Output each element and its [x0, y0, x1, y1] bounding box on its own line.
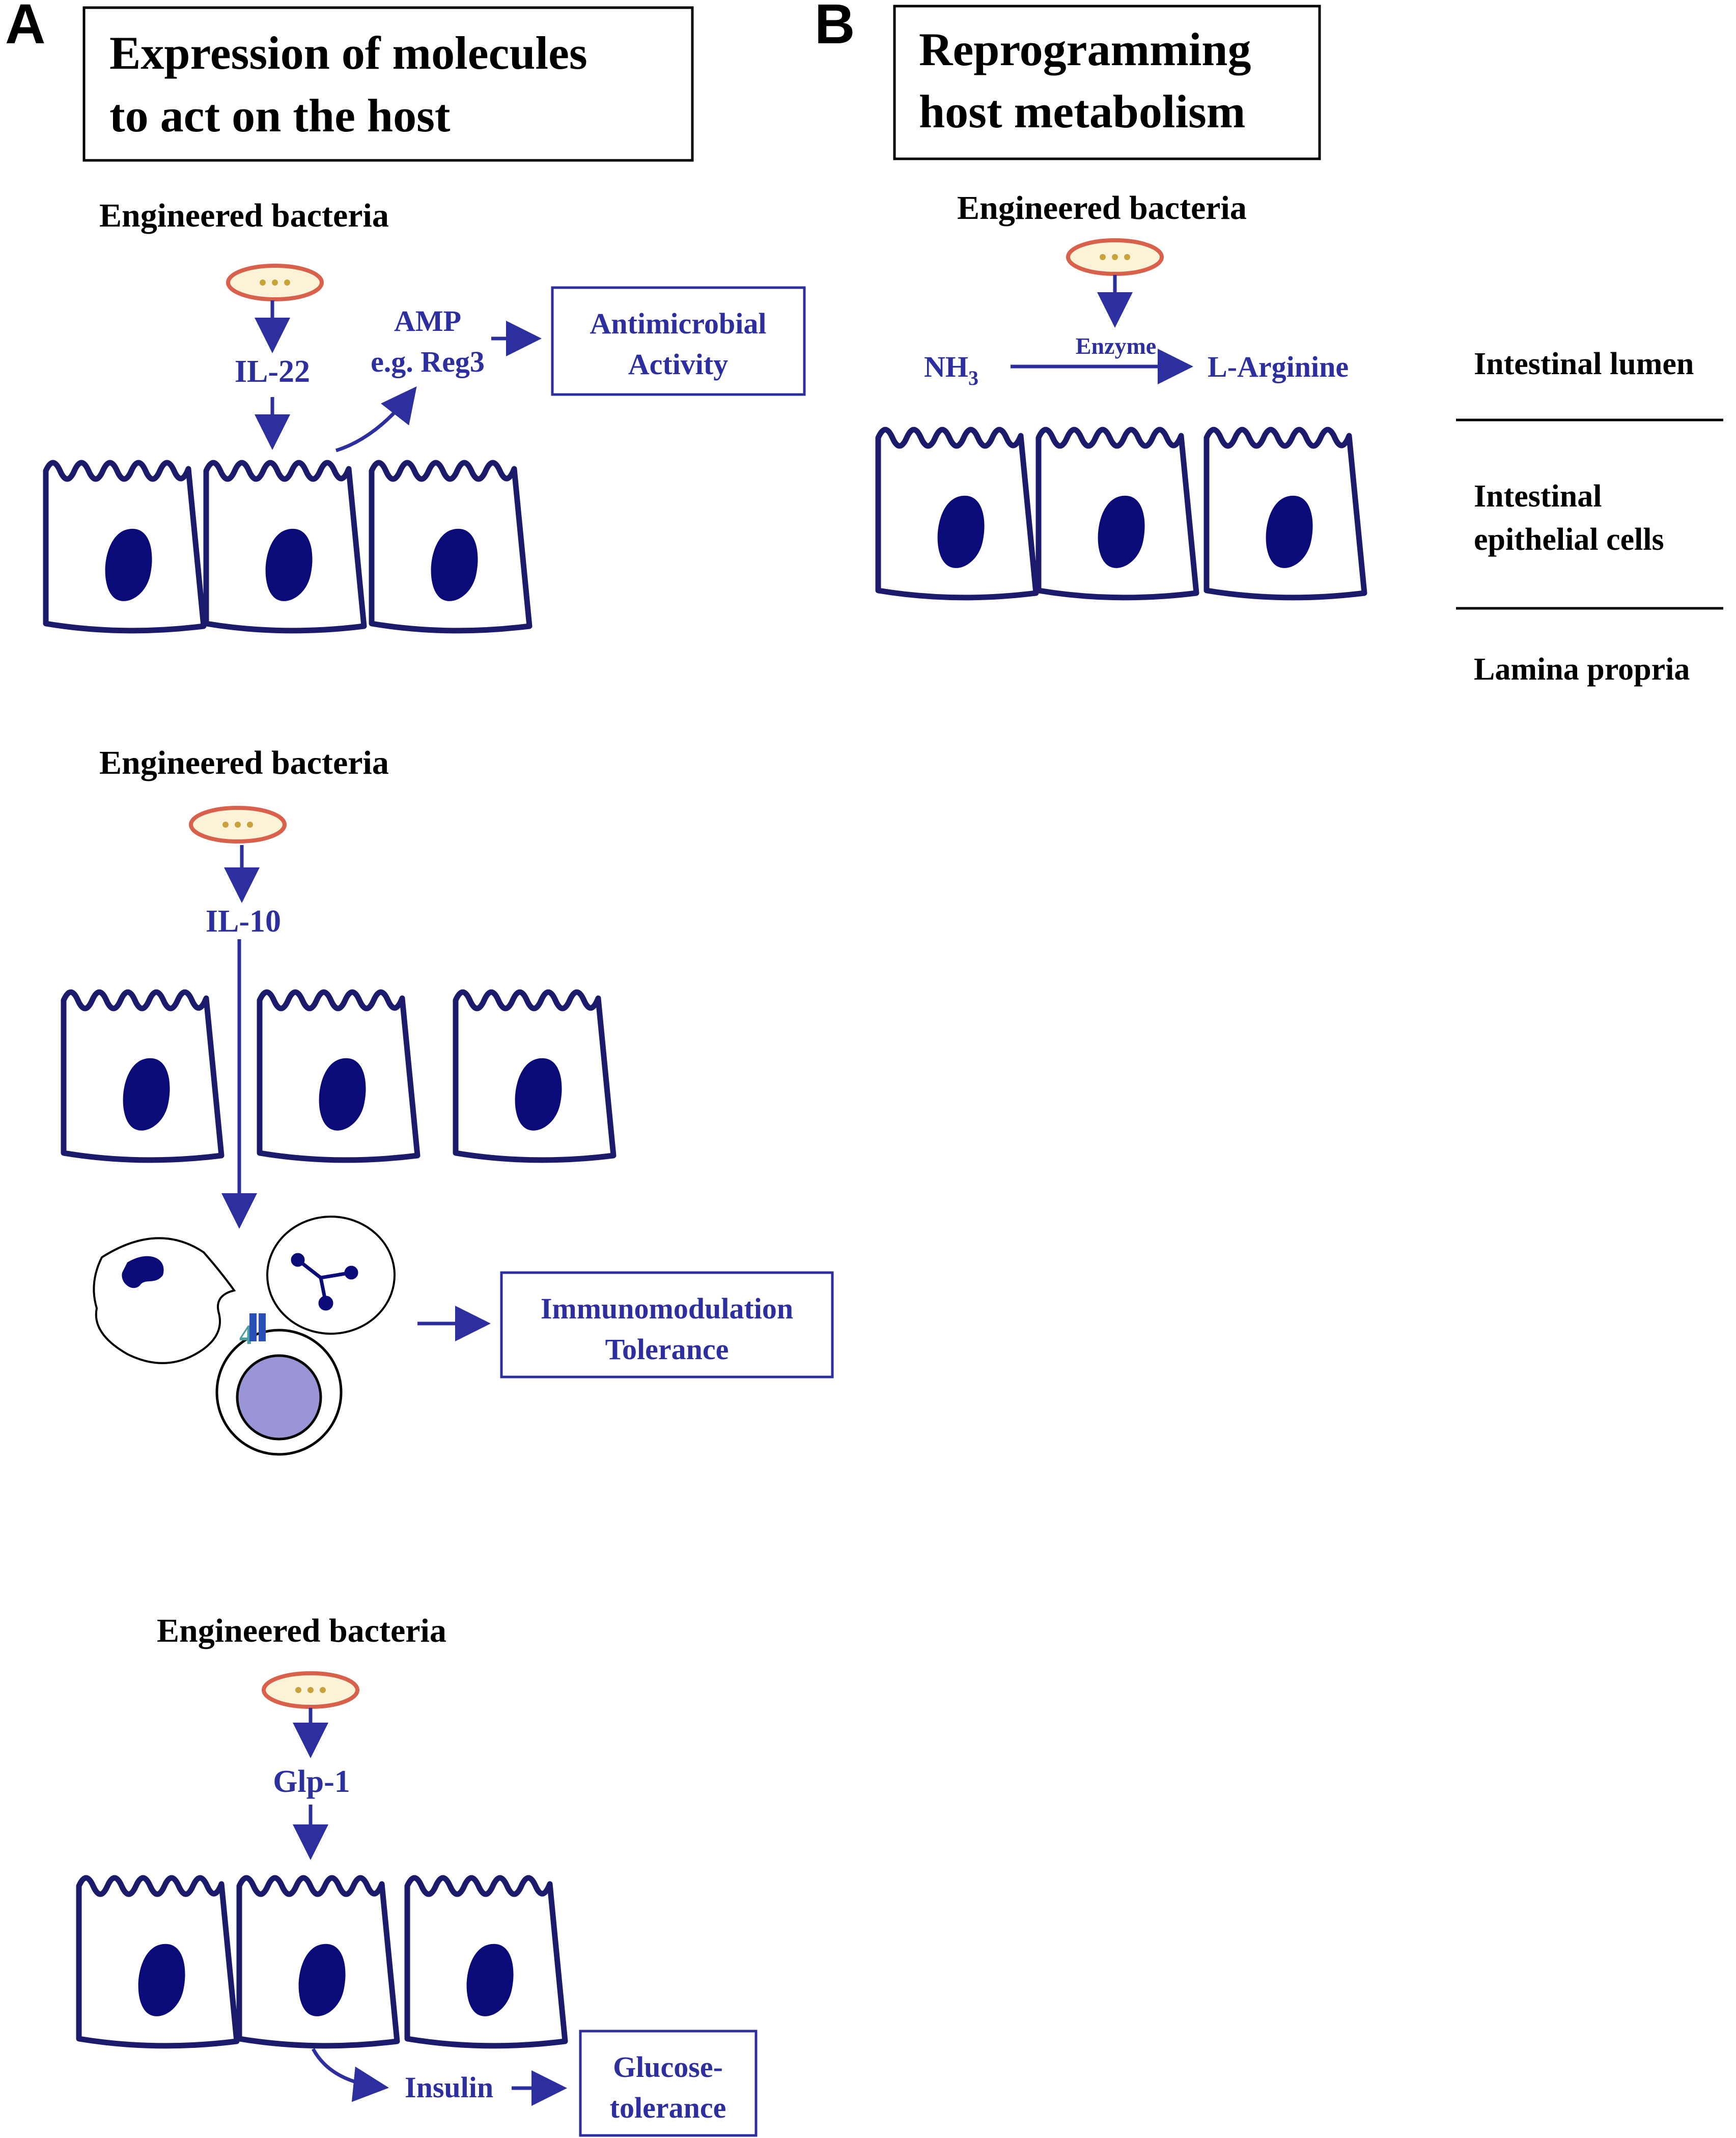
neutrophil-nucleus	[291, 1253, 358, 1311]
panel-b-title-line2: host metabolism	[919, 86, 1245, 137]
lymphocyte-nucleus	[236, 1354, 322, 1441]
macrophage-cell	[93, 1237, 236, 1364]
panel-a: A Expression of molecules to act on the …	[5, 0, 834, 2137]
il22-source-label: Engineered bacteria	[99, 197, 389, 234]
epithelial-cell	[407, 1878, 565, 2046]
panel-b: B Reprogramming host metabolism Engineer…	[815, 0, 1364, 598]
glucose-outcome-line2: tolerance	[610, 2091, 726, 2124]
epithelial-cell	[1039, 430, 1196, 598]
glp1-scenario: Engineered bacteria Glp-1 Insulin Glucos…	[79, 1612, 758, 2137]
immunomodulation-outcome-line2: Tolerance	[605, 1333, 729, 1366]
epithelial-cell	[456, 992, 613, 1160]
enzyme-label: Enzyme	[1076, 333, 1156, 359]
antimicrobial-outcome-box	[551, 286, 806, 396]
antimicrobial-outcome-line1: Antimicrobial	[590, 307, 767, 340]
legend-lamina-label: Lamina propria	[1474, 652, 1690, 687]
epithelial-cell	[1207, 430, 1364, 598]
epithelial-cell	[372, 463, 529, 631]
panel-b-title-line1: Reprogramming	[919, 23, 1251, 75]
panel-a-title-line2: to act on the host	[109, 90, 451, 142]
il10-scenario: Engineered bacteria IL-10 4	[64, 744, 834, 1456]
epithelial-cell	[878, 430, 1036, 598]
il10-source-label: Engineered bacteria	[99, 744, 389, 781]
receptor-icon	[259, 1313, 266, 1341]
il22-label: IL-22	[235, 354, 310, 389]
glucose-outcome-box	[579, 2030, 758, 2137]
epithelial-cell	[239, 1878, 397, 2046]
panel-a-letter: A	[5, 0, 45, 55]
arrow-epithelium-to-amp	[335, 386, 417, 453]
glp1-source-label: Engineered bacteria	[157, 1612, 446, 1649]
epithelial-cell	[64, 992, 221, 1160]
legend-epithelial-line2: epithelial cells	[1474, 522, 1664, 557]
epithelial-cell	[260, 992, 417, 1160]
amp-label: AMP	[394, 304, 461, 337]
macrophage-nucleus	[122, 1256, 164, 1288]
epithelial-cell	[79, 1878, 237, 2046]
bacterium-icon	[1068, 240, 1162, 274]
bacterium-icon	[264, 1673, 357, 1707]
bacterium-icon	[228, 266, 322, 299]
il22-scenario: Engineered bacteria IL-22 AMP e.g. Reg3 …	[46, 197, 806, 631]
substrate-label: NH3	[924, 350, 978, 389]
receptor-icon	[249, 1313, 257, 1341]
immunomodulation-outcome-line1: Immunomodulation	[541, 1292, 793, 1325]
legend-epithelial-line1: Intestinal	[1474, 479, 1602, 514]
bacterium-icon	[191, 808, 285, 841]
epithelial-cell	[206, 463, 364, 631]
arrow-epithelium-to-insulin	[311, 2048, 389, 2102]
product-label: L-Arginine	[1208, 350, 1349, 383]
epithelial-cell	[46, 463, 204, 631]
glp1-label: Glp-1	[273, 1764, 350, 1799]
insulin-label: Insulin	[405, 2071, 493, 2104]
layer-legend: Intestinal lumen Intestinal epithelial c…	[1456, 347, 1723, 687]
panel-b-title-box	[893, 5, 1321, 160]
panel-b-letter: B	[815, 0, 855, 55]
antimicrobial-outcome-line2: Activity	[628, 348, 729, 381]
glucose-outcome-line1: Glucose-	[613, 2050, 723, 2084]
immunomodulation-outcome-box	[500, 1271, 834, 1379]
amp-example-label: e.g. Reg3	[371, 345, 485, 378]
panel-a-title-line1: Expression of molecules	[109, 27, 587, 79]
panel-b-source-label: Engineered bacteria	[957, 189, 1247, 227]
il10-label: IL-10	[206, 904, 281, 939]
panel-a-title-box	[82, 6, 694, 162]
legend-lumen-label: Intestinal lumen	[1474, 347, 1694, 381]
